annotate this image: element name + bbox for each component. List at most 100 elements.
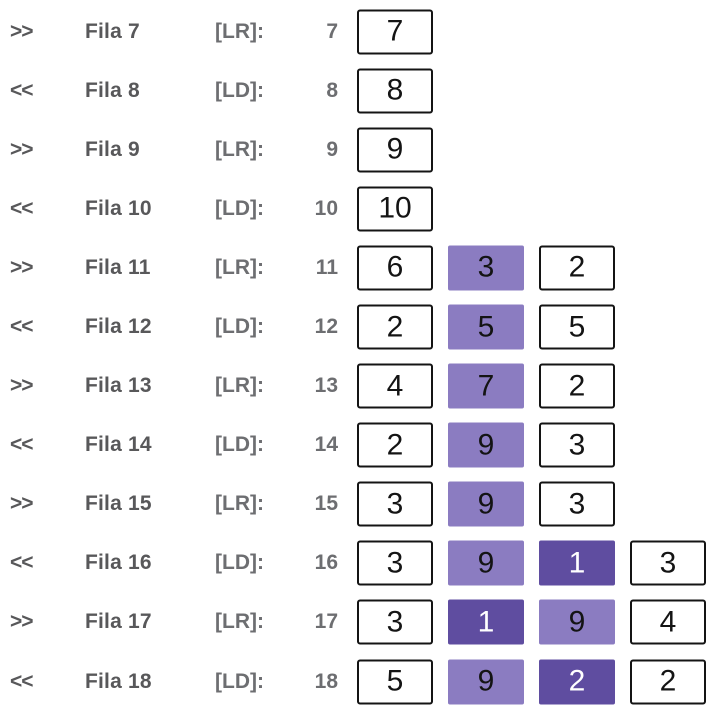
pattern-row: << Fila 10 [LD]: 10 10 bbox=[0, 179, 712, 238]
value-cell: 2 bbox=[630, 659, 706, 705]
direction-arrows: >> bbox=[10, 610, 34, 634]
value-cell: 4 bbox=[357, 363, 433, 409]
value-cell: 1 bbox=[448, 599, 524, 645]
value-cell: 2 bbox=[539, 245, 615, 291]
value-cell: 2 bbox=[539, 659, 615, 705]
row-number: 11 bbox=[315, 255, 338, 279]
value-cell: 3 bbox=[539, 481, 615, 527]
value-cell: 7 bbox=[448, 363, 524, 409]
row-label: Fila 9 bbox=[85, 137, 140, 161]
row-number: 10 bbox=[314, 196, 338, 220]
value-cell: 2 bbox=[357, 422, 433, 468]
row-number: 15 bbox=[314, 492, 338, 516]
row-number: 9 bbox=[326, 137, 338, 161]
stitch-cells: 7 bbox=[357, 9, 433, 55]
direction-arrows: << bbox=[10, 315, 34, 339]
row-number: 8 bbox=[326, 78, 338, 102]
direction-arrows: >> bbox=[10, 255, 34, 279]
value-cell: 7 bbox=[357, 9, 433, 55]
row-side-tag: [LR]: bbox=[215, 374, 264, 398]
row-side-tag: [LD]: bbox=[215, 669, 264, 693]
pattern-row: << Fila 8 [LD]: 8 8 bbox=[0, 61, 712, 120]
row-side-tag: [LD]: bbox=[215, 433, 264, 457]
row-label: Fila 15 bbox=[85, 492, 152, 516]
row-label: Fila 18 bbox=[85, 669, 152, 693]
value-cell: 3 bbox=[539, 422, 615, 468]
row-side-tag: [LD]: bbox=[215, 551, 264, 575]
pattern-row: >> Fila 9 [LR]: 9 9 bbox=[0, 120, 712, 179]
value-cell: 3 bbox=[357, 540, 433, 586]
direction-arrows: << bbox=[10, 669, 34, 693]
direction-arrows: << bbox=[10, 551, 34, 575]
row-side-tag: [LR]: bbox=[215, 492, 264, 516]
row-label: Fila 13 bbox=[85, 374, 152, 398]
value-cell: 9 bbox=[448, 540, 524, 586]
row-number: 13 bbox=[314, 374, 338, 398]
row-side-tag: [LR]: bbox=[215, 137, 264, 161]
row-number: 14 bbox=[314, 433, 338, 457]
row-number: 12 bbox=[314, 315, 338, 339]
value-cell: 3 bbox=[630, 540, 706, 586]
value-cell: 5 bbox=[357, 659, 433, 705]
row-label: Fila 16 bbox=[85, 551, 152, 575]
value-cell: 3 bbox=[357, 599, 433, 645]
direction-arrows: >> bbox=[10, 19, 34, 43]
row-side-tag: [LR]: bbox=[215, 610, 264, 634]
value-cell: 9 bbox=[448, 481, 524, 527]
value-cell: 1 bbox=[539, 540, 615, 586]
stitch-cells: 10 bbox=[357, 186, 433, 232]
direction-arrows: << bbox=[10, 78, 34, 102]
direction-arrows: >> bbox=[10, 374, 34, 398]
row-label: Fila 8 bbox=[85, 78, 140, 102]
row-number: 7 bbox=[326, 19, 338, 43]
row-number: 18 bbox=[314, 669, 338, 693]
value-cell: 9 bbox=[539, 599, 615, 645]
row-label: Fila 7 bbox=[85, 19, 140, 43]
direction-arrows: << bbox=[10, 433, 34, 457]
pattern-row: >> Fila 7 [LR]: 7 7 bbox=[0, 2, 712, 61]
row-label: Fila 14 bbox=[85, 433, 152, 457]
row-label: Fila 17 bbox=[85, 610, 152, 634]
row-side-tag: [LR]: bbox=[215, 255, 264, 279]
value-cell: 2 bbox=[539, 363, 615, 409]
value-cell: 6 bbox=[357, 245, 433, 291]
row-side-tag: [LR]: bbox=[215, 19, 264, 43]
row-side-tag: [LD]: bbox=[215, 315, 264, 339]
direction-arrows: >> bbox=[10, 492, 34, 516]
value-cell: 10 bbox=[357, 186, 433, 232]
value-cell: 3 bbox=[357, 481, 433, 527]
value-cell: 4 bbox=[630, 599, 706, 645]
row-number: 17 bbox=[314, 610, 338, 634]
value-cell: 8 bbox=[357, 68, 433, 114]
stitch-cells: 8 bbox=[357, 68, 433, 114]
stitch-cells: 9 bbox=[357, 127, 433, 173]
value-cell: 5 bbox=[539, 304, 615, 350]
value-cell: 3 bbox=[448, 245, 524, 291]
value-cell: 9 bbox=[357, 127, 433, 173]
row-label: Fila 11 bbox=[85, 255, 151, 279]
direction-arrows: << bbox=[10, 196, 34, 220]
value-cell: 9 bbox=[448, 659, 524, 705]
row-label: Fila 10 bbox=[85, 196, 152, 220]
value-cell: 2 bbox=[357, 304, 433, 350]
row-side-tag: [LD]: bbox=[215, 196, 264, 220]
direction-arrows: >> bbox=[10, 137, 34, 161]
row-side-tag: [LD]: bbox=[215, 78, 264, 102]
row-label: Fila 12 bbox=[85, 315, 152, 339]
